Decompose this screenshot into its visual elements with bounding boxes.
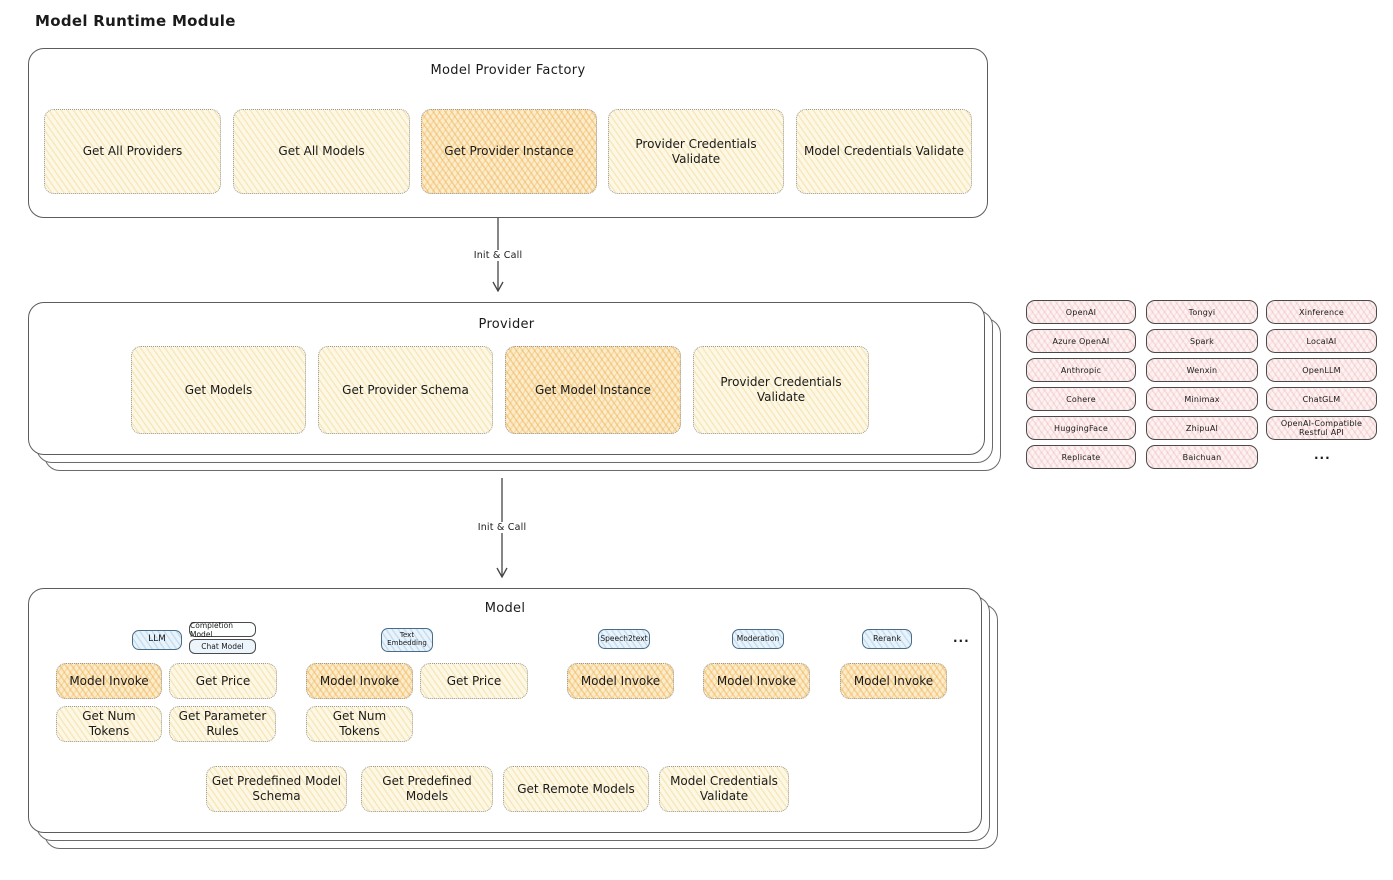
llm-get-num-tokens: Get Num Tokens	[56, 706, 162, 742]
provider-pill-localai: LocalAI	[1266, 329, 1377, 353]
speech2text-model-invoke: Model Invoke	[567, 663, 674, 699]
tag-llm: LLM	[132, 630, 182, 650]
provider-pill-xinference: Xinference	[1266, 300, 1377, 324]
arrow2-label: Init & Call	[474, 522, 530, 533]
text-embedding-get-num-tokens: Get Num Tokens	[306, 706, 413, 742]
factory-get-provider-instance: Get Provider Instance	[421, 109, 597, 194]
arrow-provider-to-model: Init & Call	[474, 478, 530, 578]
provider-pill-tongyi: Tongyi	[1146, 300, 1258, 324]
provider-list-ellipsis: ...	[1314, 448, 1331, 462]
factory-title: Model Provider Factory	[430, 63, 586, 78]
provider-title: Provider	[478, 317, 535, 332]
provider-list-grid: OpenAI Azure OpenAI Anthropic Cohere Hug…	[1026, 300, 1378, 472]
get-predefined-models: Get Predefined Models	[361, 766, 493, 812]
provider-pill-spark: Spark	[1146, 329, 1258, 353]
provider-pill-baichuan: Baichuan	[1146, 445, 1258, 469]
provider-pill-openllm: OpenLLM	[1266, 358, 1377, 382]
llm-get-parameter-rules: Get Parameter Rules	[169, 706, 276, 742]
provider-pill-cohere: Cohere	[1026, 387, 1136, 411]
llm-model-invoke: Model Invoke	[56, 663, 162, 699]
provider-pill-openai: OpenAI	[1026, 300, 1136, 324]
model-frame: Model LLM Completion Model Chat Model Te…	[28, 588, 982, 833]
provider-pill-anthropic: Anthropic	[1026, 358, 1136, 382]
factory-frame: Model Provider Factory Get All Providers…	[28, 48, 988, 218]
tag-rerank: Rerank	[862, 629, 912, 649]
tag-chat-model: Chat Model	[189, 639, 256, 654]
provider-pill-wenxin: Wenxin	[1146, 358, 1258, 382]
arrow-factory-to-provider: Init & Call	[470, 218, 526, 292]
tag-completion-model: Completion Model	[189, 621, 256, 639]
get-remote-models: Get Remote Models	[503, 766, 649, 812]
provider-pill-replicate: Replicate	[1026, 445, 1136, 469]
factory-get-all-providers: Get All Providers	[44, 109, 221, 194]
model-tags-ellipsis: ...	[953, 631, 970, 645]
provider-pill-huggingface: HuggingFace	[1026, 416, 1136, 440]
rerank-model-invoke: Model Invoke	[840, 663, 947, 699]
arrow1-label: Init & Call	[470, 250, 526, 261]
get-predefined-model-schema: Get Predefined Model Schema	[206, 766, 347, 812]
factory-model-credentials-validate: Model Credentials Validate	[796, 109, 972, 194]
provider-get-model-instance: Get Model Instance	[505, 346, 681, 434]
factory-provider-credentials-validate: Provider Credentials Validate	[608, 109, 784, 194]
text-embedding-model-invoke: Model Invoke	[306, 663, 413, 699]
llm-get-price: Get Price	[169, 663, 277, 699]
provider-pill-openai-compatible: OpenAI-Compatible Restful API	[1266, 416, 1377, 440]
page-title: Model Runtime Module	[35, 12, 236, 30]
provider-get-provider-schema: Get Provider Schema	[318, 346, 493, 434]
provider-provider-credentials-validate: Provider Credentials Validate	[693, 346, 869, 434]
provider-frame: Provider Get Models Get Provider Schema …	[28, 302, 985, 455]
moderation-model-invoke: Model Invoke	[703, 663, 810, 699]
provider-pill-chatglm: ChatGLM	[1266, 387, 1377, 411]
provider-pill-minimax: Minimax	[1146, 387, 1258, 411]
factory-get-all-models: Get All Models	[233, 109, 410, 194]
provider-pill-azure-openai: Azure OpenAI	[1026, 329, 1136, 353]
text-embedding-get-price: Get Price	[420, 663, 528, 699]
provider-get-models: Get Models	[131, 346, 306, 434]
model-title: Model	[484, 601, 526, 616]
model-credentials-validate: Model Credentials Validate	[659, 766, 789, 812]
tag-moderation: Moderation	[732, 629, 784, 649]
tag-speech2text: Speech2text	[598, 629, 650, 649]
tag-text-embedding: Text Embedding	[381, 628, 433, 652]
provider-pill-zhipuai: ZhipuAI	[1146, 416, 1258, 440]
